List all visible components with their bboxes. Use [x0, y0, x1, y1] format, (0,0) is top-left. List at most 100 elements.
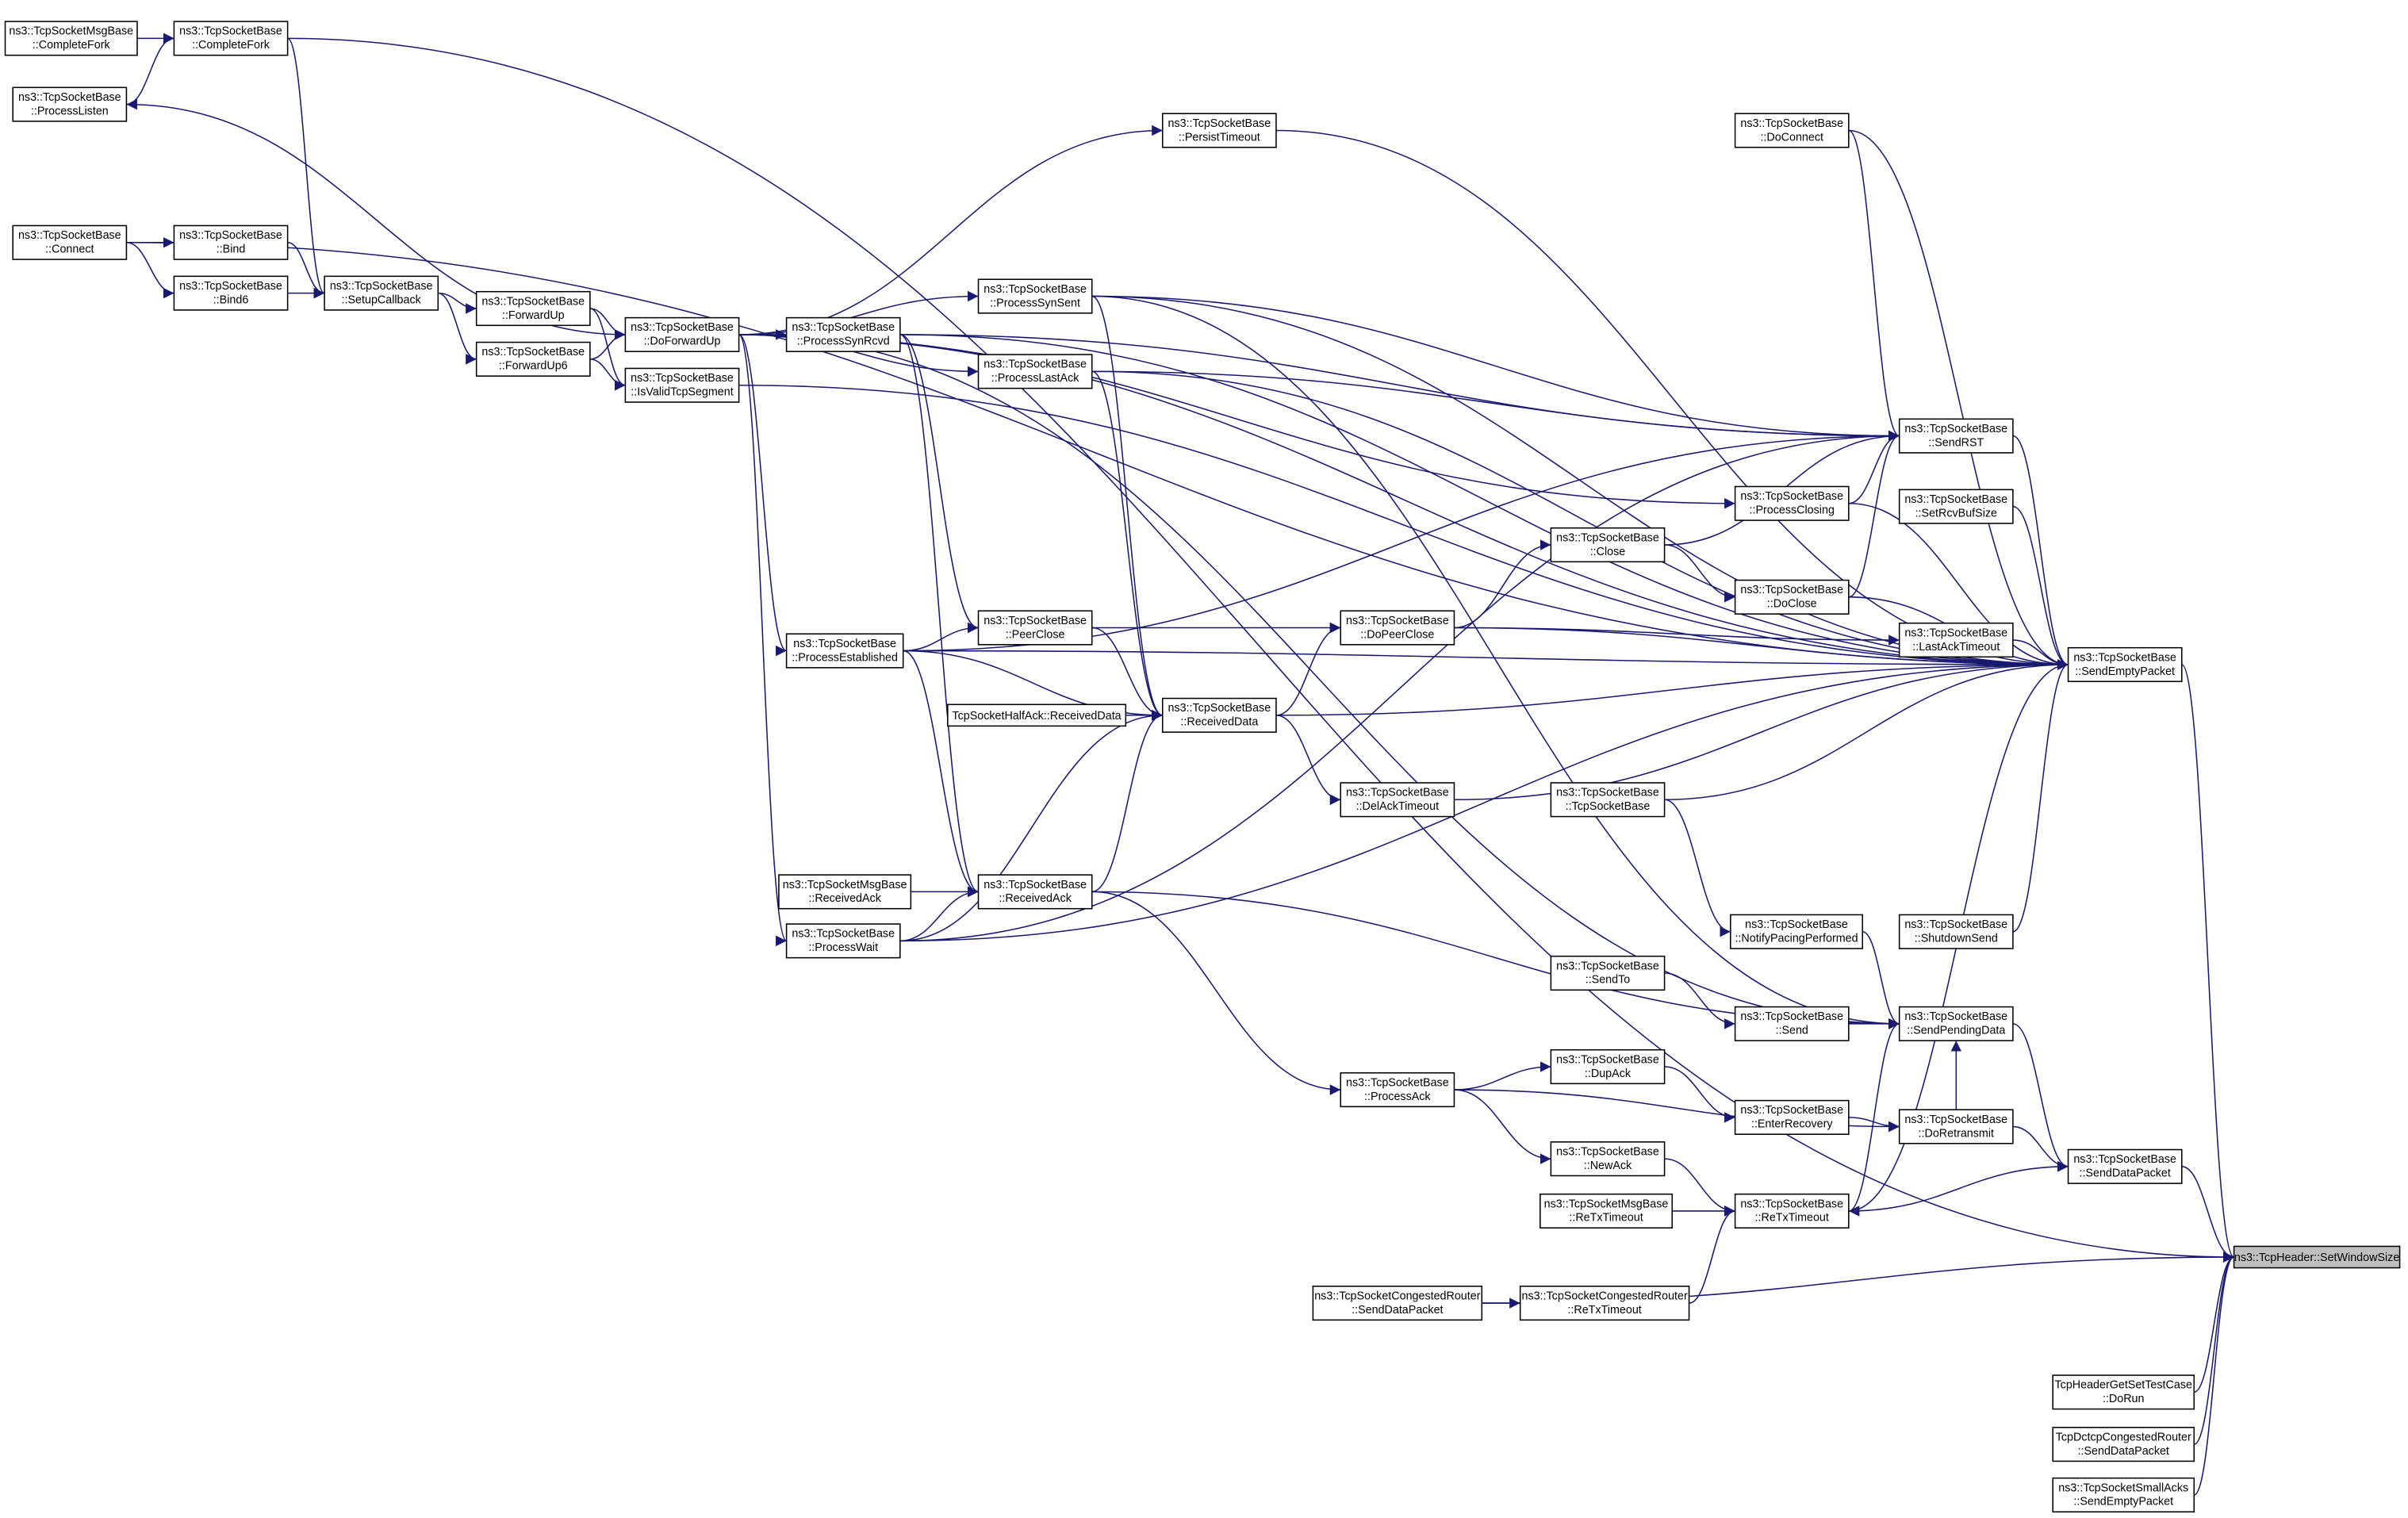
function-node[interactable]: ns3::TcpSocketBase::ProcessSynSent — [977, 278, 1093, 314]
function-node[interactable]: ns3::TcpSocketBase::ForwardUp — [475, 290, 591, 327]
function-node[interactable]: ns3::TcpSocketBase::DoForwardUp — [624, 316, 740, 352]
node-box — [1550, 1141, 1666, 1177]
node-label: ns3::TcpSocketBase — [1904, 627, 2007, 639]
function-node[interactable]: ns3::TcpSocketMsgBase::CompleteFork — [4, 21, 138, 56]
function-node[interactable]: ns3::TcpSocketBase::ProcessAck — [1340, 1071, 1455, 1108]
call-edge — [899, 334, 979, 897]
function-node[interactable]: ns3::TcpSocketBase::DoPeerClose — [1340, 610, 1455, 646]
function-node[interactable]: ns3::TcpSocketBase::Bind6 — [173, 275, 289, 311]
function-node[interactable]: ns3::TcpSocketBase::ProcessWait — [785, 923, 901, 959]
node-label: ns3::TcpSocketBase — [793, 638, 896, 650]
node-label: ::SendEmptyPacket — [2073, 1496, 2173, 1508]
node-label: ::ProcessSynRcvd — [797, 335, 890, 348]
call-edge — [438, 292, 477, 365]
function-node[interactable]: ns3::TcpSocketBase::ProcessListen — [12, 86, 128, 122]
node-label: ::SetRcvBufSize — [1915, 507, 1997, 519]
call-edge — [738, 334, 787, 657]
function-node[interactable]: ns3::TcpSocketBase::ShutdownSend — [1898, 914, 2014, 949]
call-edge — [286, 37, 325, 299]
node-box — [977, 278, 1093, 314]
node-box — [1519, 1285, 1690, 1321]
function-node[interactable]: ns3::TcpSocketBase::ReceivedAck — [977, 874, 1093, 910]
function-node[interactable]: ns3::TcpSocketBase::ReTxTimeout — [1734, 1193, 1850, 1229]
node-box — [624, 367, 740, 403]
function-node[interactable]: ns3::TcpSocketBase::EnterRecovery — [1734, 1099, 1850, 1135]
function-node[interactable]: ns3::TcpSocketBase::SendTo — [1550, 955, 1666, 991]
function-node[interactable]: ns3::TcpSocketBase::ReceivedData — [1161, 697, 1277, 733]
node-label: ns3::TcpSocketBase — [179, 229, 282, 242]
function-node[interactable]: ns3::TcpSocketMsgBase::ReTxTimeout — [1540, 1193, 1674, 1229]
call-edge — [899, 430, 1900, 942]
node-box — [1734, 485, 1850, 521]
function-node[interactable]: ns3::TcpSocketBase::Bind — [173, 224, 289, 260]
node-label: ns3::TcpSocketMsgBase — [1544, 1198, 1669, 1210]
function-node[interactable]: TcpHeaderGetSetTestCase::DoRun — [2052, 1374, 2195, 1410]
node-box — [1340, 1071, 1455, 1108]
node-label: ::ReTxTimeout — [1569, 1212, 1643, 1225]
node-label: ::ProcessAck — [1364, 1091, 1431, 1103]
function-node[interactable]: ns3::TcpSocketBase::SendPendingData — [1898, 1006, 2014, 1041]
call-edge — [903, 622, 979, 652]
function-node[interactable]: ns3::TcpSocketBase::ProcessClosing — [1734, 485, 1850, 521]
function-node[interactable]: ns3::TcpSocketBase::DoClose — [1734, 579, 1850, 615]
node-label: ns3::TcpSocketSmallAcks — [2058, 1482, 2188, 1494]
function-node[interactable]: ns3::TcpSocketBase::Send — [1734, 1006, 1850, 1041]
node-box — [1734, 1193, 1850, 1229]
node-label: ns3::TcpSocketBase — [179, 25, 282, 38]
function-node[interactable]: ns3::TcpHeader::SetWindowSize — [2233, 1245, 2401, 1269]
function-node[interactable]: ns3::TcpSocketBase::NotifyPacingPerforme… — [1730, 914, 1864, 949]
node-label: ::DoConnect — [1760, 131, 1823, 144]
function-node[interactable]: ns3::TcpSocketBase::PersistTimeout — [1161, 113, 1277, 148]
node-box — [1898, 1109, 2014, 1144]
node-label: ::DelAckTimeout — [1356, 800, 1439, 813]
function-node[interactable]: TcpSocketHalfAck::ReceivedData — [947, 703, 1127, 727]
call-edge — [899, 659, 2069, 942]
function-node[interactable]: ns3::TcpSocketBase::ProcessEstablished — [785, 633, 904, 669]
function-node[interactable]: ns3::TcpSocketBase::DoRetransmit — [1898, 1109, 2014, 1144]
call-edge — [1091, 295, 1900, 442]
node-box — [2052, 1427, 2195, 1462]
function-node[interactable]: ns3::TcpSocketCongestedRouter::ReTxTimeo… — [1519, 1285, 1690, 1321]
call-edge — [2012, 505, 2069, 670]
function-node[interactable]: ns3::TcpSocketBase::ForwardUp6 — [475, 341, 591, 377]
function-node[interactable]: TcpDctcpCongestedRouter::SendDataPacket — [2052, 1427, 2195, 1462]
node-box — [475, 341, 591, 377]
function-node[interactable]: ns3::TcpSocketBase::PeerClose — [977, 610, 1093, 646]
function-node[interactable]: ns3::TcpSocketBase::LastAckTimeout — [1898, 622, 2014, 658]
call-edge — [899, 334, 979, 634]
function-node[interactable]: ns3::TcpSocketBase::SetRcvBufSize — [1898, 489, 2014, 524]
function-node[interactable]: ns3::TcpSocketBase::ProcessLastAck — [977, 354, 1093, 389]
function-node[interactable]: ns3::TcpSocketBase::DelAckTimeout — [1340, 782, 1455, 818]
node-label: ns3::TcpSocketBase — [1904, 423, 2007, 435]
node-label: ::CompleteFork — [33, 39, 111, 52]
function-node[interactable]: ns3::TcpSocketSmallAcks::SendEmptyPacket — [2052, 1477, 2195, 1513]
function-node[interactable]: ns3::TcpSocketBase::SendDataPacket — [2067, 1148, 2183, 1184]
node-box — [12, 86, 128, 122]
function-node[interactable]: ns3::TcpSocketBase::SendRST — [1898, 418, 2014, 454]
node-label: ns3::TcpSocketBase — [631, 321, 734, 334]
call-edge — [1848, 129, 1900, 442]
node-label: ::Connect — [45, 243, 94, 256]
call-edge — [1091, 710, 1163, 893]
function-node[interactable]: ns3::TcpSocketBase::DoConnect — [1734, 113, 1850, 148]
node-label: TcpSocketHalfAck::ReceivedData — [952, 710, 1121, 723]
node-label: ns3::TcpSocketBase — [1745, 918, 1848, 931]
call-edge — [438, 292, 477, 314]
function-node[interactable]: ns3::TcpSocketBase::DupAck — [1550, 1048, 1666, 1085]
function-node[interactable]: ns3::TcpSocketMsgBase::ReceivedAck — [778, 874, 912, 910]
function-node[interactable]: ns3::TcpSocketBase::ProcessSynRcvd — [785, 316, 901, 352]
function-node[interactable]: ns3::TcpSocketBase::CompleteFork — [173, 21, 289, 56]
function-node[interactable]: ns3::TcpSocketBase::SetupCallback — [324, 275, 439, 311]
function-node[interactable]: ns3::TcpSocketBase::Connect — [12, 224, 128, 260]
function-node[interactable]: ns3::TcpSocketBase::Close — [1550, 527, 1666, 563]
call-edge — [903, 650, 979, 898]
function-node[interactable]: ns3::TcpSocketBase::IsValidTcpSegment — [624, 367, 740, 403]
function-node[interactable]: ns3::TcpSocketCongestedRouter::SendDataP… — [1312, 1285, 1483, 1321]
function-node[interactable]: ns3::TcpSocketBase::NewAck — [1550, 1141, 1666, 1177]
function-node[interactable]: ns3::TcpSocketBase::TcpSocketBase — [1550, 782, 1666, 818]
node-label: ns3::TcpSocketBase — [1556, 1145, 1659, 1158]
node-box — [1340, 782, 1455, 818]
call-edge — [1664, 1158, 1735, 1217]
function-node[interactable]: ns3::TcpSocketBase::SendEmptyPacket — [2067, 646, 2183, 683]
call-edge — [899, 710, 1163, 942]
